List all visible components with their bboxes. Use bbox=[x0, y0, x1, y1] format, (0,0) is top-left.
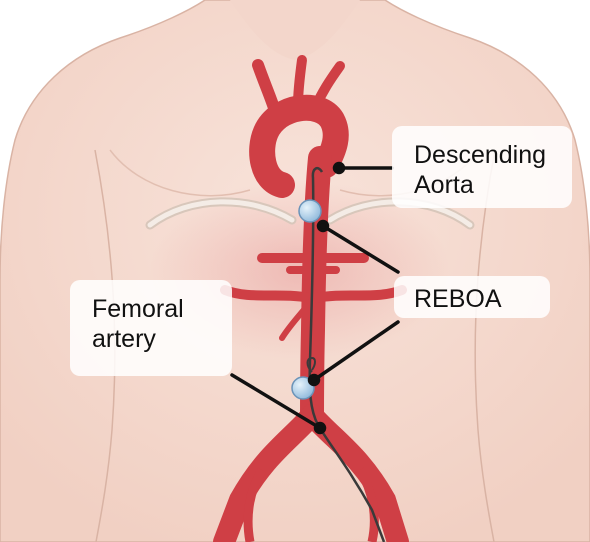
reboa-balloon-upper bbox=[299, 200, 321, 222]
femoral-artery-label-line2: artery bbox=[92, 324, 232, 354]
femoral-artery-label: Femoral artery bbox=[70, 280, 232, 376]
descending-aorta-label: Descending Aorta bbox=[392, 126, 572, 208]
descending-aorta-label-line1: Descending bbox=[414, 140, 572, 170]
reboa-label-text: REBOA bbox=[414, 284, 550, 314]
descending-aorta-label-line2: Aorta bbox=[414, 170, 572, 200]
femoral-artery-label-line1: Femoral bbox=[92, 294, 232, 324]
reboa-label: REBOA bbox=[394, 276, 550, 318]
